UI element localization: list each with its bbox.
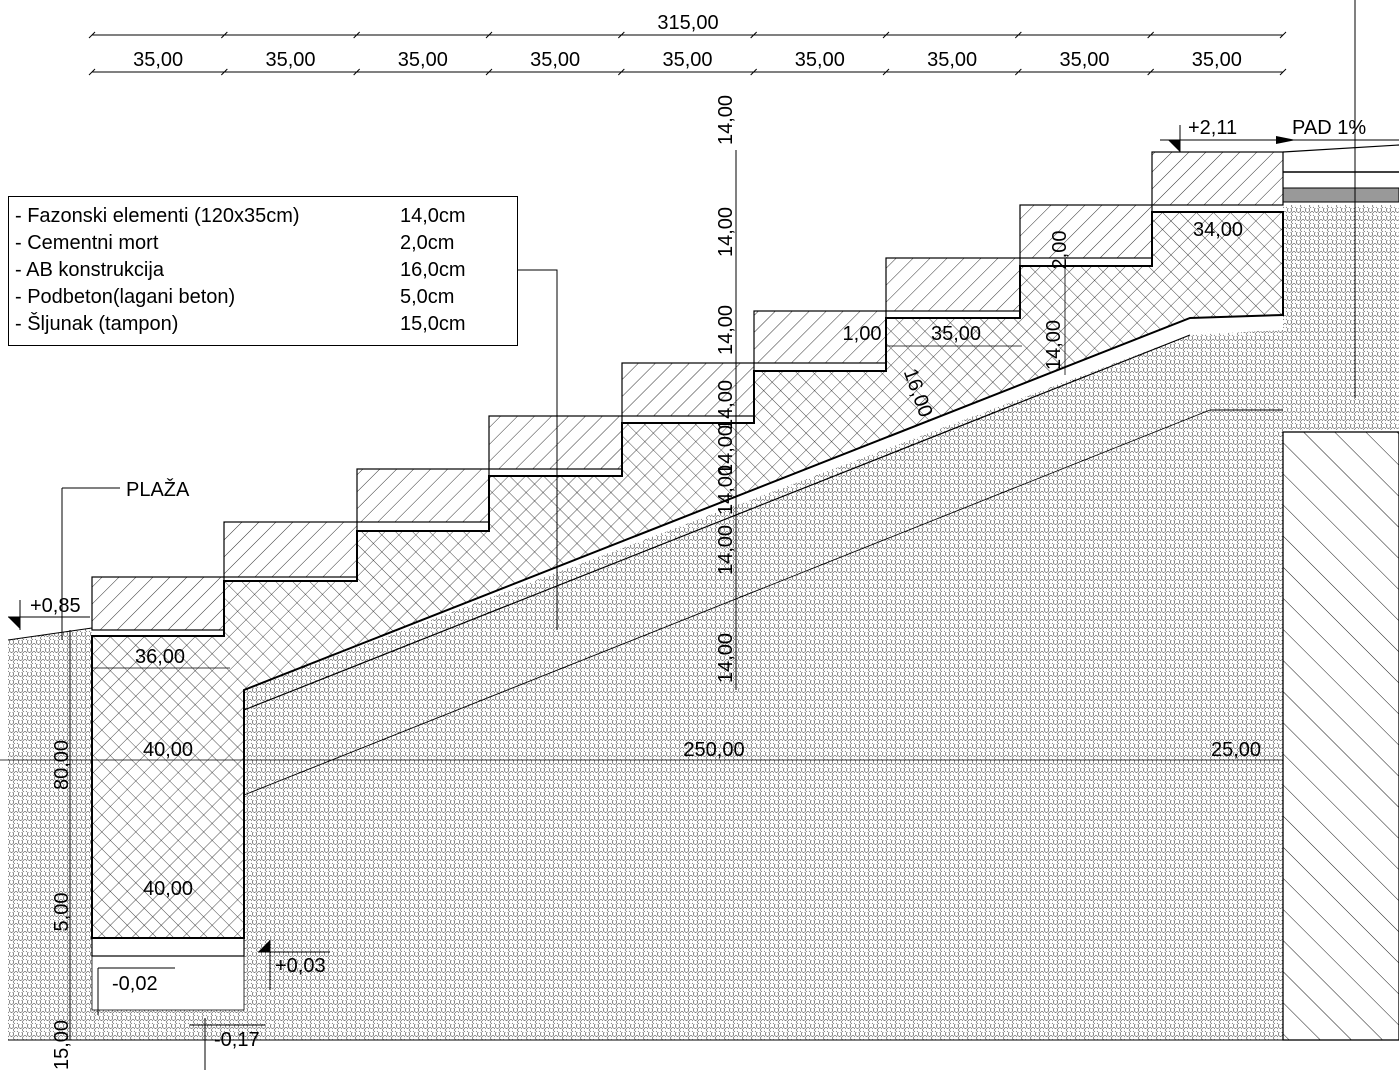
dim-tick: [882, 68, 890, 76]
dim-footing-mid: 40,00: [143, 739, 193, 761]
retaining-wall: [1282, 431, 1399, 1041]
dim-step-width: 35,00: [265, 49, 315, 71]
dim-riser: 14,00: [715, 633, 737, 683]
dim-landing: 34,00: [1193, 219, 1243, 241]
level-base-a: +0,03: [275, 955, 326, 977]
dim-footing-low: 40,00: [143, 878, 193, 900]
dim-tick: [1279, 31, 1287, 39]
legend-row: - Fazonski elementi (120x35cm) 14,0cm: [15, 203, 466, 230]
dim-step-width: 35,00: [398, 49, 448, 71]
dim-step-width: 35,00: [927, 49, 977, 71]
dim-tread: 35,00: [931, 323, 981, 345]
dim-step-width: 35,00: [1192, 49, 1242, 71]
dim-tick: [1279, 68, 1287, 76]
legend-label: - Podbeton(lagani beton): [15, 286, 236, 308]
dim-depth-80: 80,00: [51, 740, 73, 790]
dim-depth-5: 5,00: [51, 893, 73, 932]
dim-tick: [750, 68, 758, 76]
dim-riser: 14,00: [715, 525, 737, 575]
level-base-c: -0,17: [214, 1029, 260, 1051]
dim-riser: 14,00: [715, 425, 737, 475]
dim-depth-15: 15,00: [51, 1020, 73, 1070]
dim-tick: [1014, 68, 1022, 76]
legend-row: - Šljunak (tampon) 15,0cm: [15, 311, 466, 338]
level-marker-beach: [8, 600, 90, 630]
layer-legend: - Fazonski elementi (120x35cm) 14,0cm - …: [8, 196, 518, 346]
dim-tick: [882, 31, 890, 39]
dim-footing-top: 36,00: [135, 646, 185, 668]
dim-tick: [1147, 31, 1155, 39]
level-beach: +0,85: [30, 595, 81, 617]
dim-offset: 1,00: [843, 323, 882, 345]
dim-step-width: 35,00: [1059, 49, 1109, 71]
dim-riser: 14,00: [715, 380, 737, 430]
dim-step-width: 35,00: [795, 49, 845, 71]
legend-row: - Podbeton(lagani beton) 5,0cm: [15, 284, 454, 311]
dim-mort: 2,00: [1049, 231, 1071, 270]
gravel-right: [1283, 205, 1399, 430]
dim-tick: [1014, 31, 1022, 39]
dim-riser: 14,00: [715, 305, 737, 355]
legend-value: 5,0cm: [400, 286, 455, 308]
dim-tick: [88, 68, 96, 76]
dim-step-width: 35,00: [530, 49, 580, 71]
dim-tick: [485, 68, 493, 76]
dim-tick: [485, 31, 493, 39]
dim-riser: 14,00: [715, 95, 737, 145]
dim-step-width: 35,00: [662, 49, 712, 71]
label-plaza: PLAŽA: [126, 478, 190, 501]
dim-step-widths: 35,00 35,00 35,00 35,00 35,00 35,00 35,00 35,00…: [133, 49, 1242, 71]
dim-riser-right: 14,00: [1043, 320, 1065, 370]
dim-tick: [220, 31, 228, 39]
dim-tick: [88, 31, 96, 39]
dim-tick: [220, 68, 228, 76]
dim-tick: [750, 31, 758, 39]
label-pad: PAD 1%: [1292, 117, 1366, 139]
dim-tick: [353, 68, 361, 76]
dim-span: 250,00: [683, 739, 744, 761]
dim-tick: [1147, 68, 1155, 76]
level-marker-base: [97, 940, 330, 1070]
podbeton: [91, 937, 245, 957]
level-marker-top: [1160, 125, 1250, 152]
legend-value: 16,0cm: [400, 259, 466, 281]
gray-band: [1282, 187, 1399, 203]
level-base-b: -0,02: [112, 973, 158, 995]
level-top: +2,11: [1188, 117, 1237, 139]
dim-tick: [617, 31, 625, 39]
dim-riser: 14,00: [715, 207, 737, 257]
legend-label: - AB konstrukcija: [15, 259, 164, 281]
legend-label: - Cementni mort: [15, 232, 159, 254]
legend-label: - Šljunak (tampon): [15, 313, 179, 335]
dim-total: 315,00: [657, 12, 718, 34]
dim-right-wall: 25,00: [1211, 739, 1261, 761]
step-elements: [91, 151, 1284, 631]
dim-step-width: 35,00: [133, 49, 183, 71]
dim-riser: 14,00: [715, 465, 737, 515]
legend-label: - Fazonski elementi (120x35cm): [15, 205, 300, 227]
legend-row: - Cementni mort 2,0cm: [15, 230, 454, 257]
dim-tick: [617, 68, 625, 76]
legend-row: - AB konstrukcija 16,0cm: [15, 257, 466, 284]
legend-value: 14,0cm: [400, 205, 466, 227]
dim-ticks: [88, 31, 1287, 76]
legend-value: 15,0cm: [400, 313, 466, 335]
legend-value: 2,0cm: [400, 232, 455, 254]
dim-tick: [353, 31, 361, 39]
